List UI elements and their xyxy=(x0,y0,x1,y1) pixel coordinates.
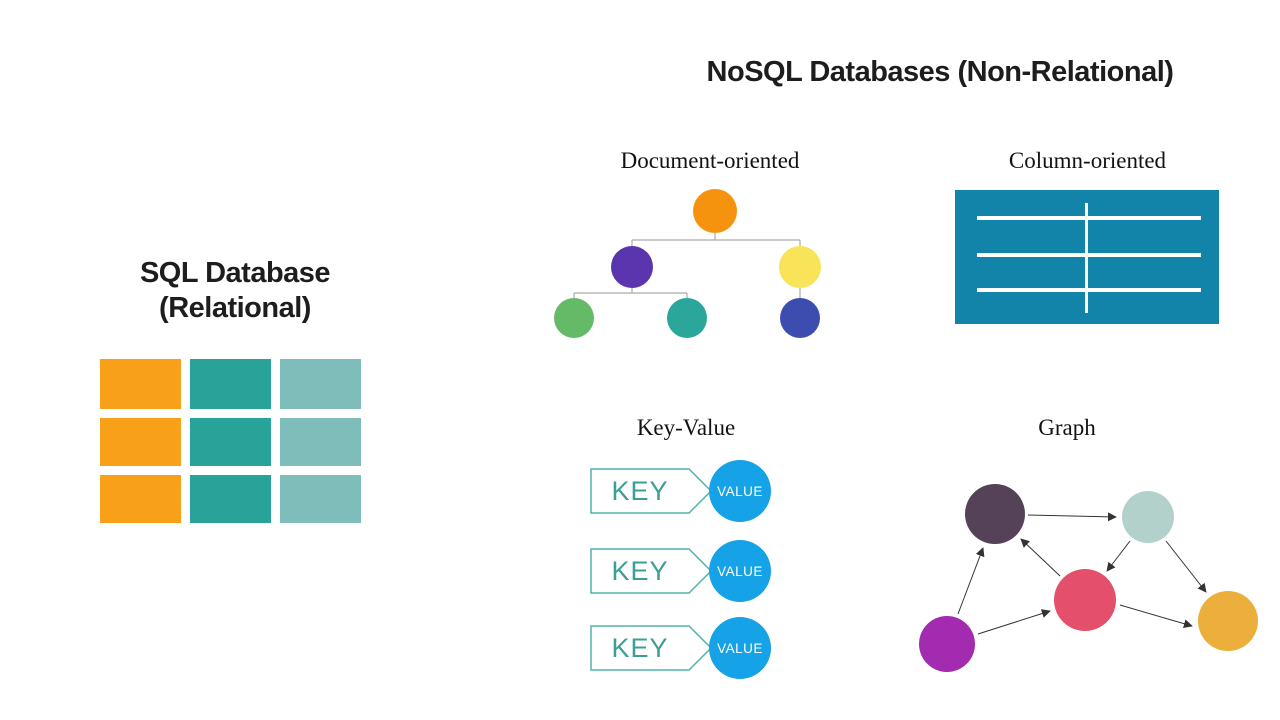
graph-node-gold xyxy=(1198,591,1258,651)
key-value-pair: KEY VALUE xyxy=(590,617,780,679)
column-table xyxy=(955,190,1219,324)
document-tree-diagram xyxy=(554,189,821,338)
key-label: KEY xyxy=(611,632,669,663)
key-value-pair: KEY VALUE xyxy=(590,540,780,602)
graph-node-crimson xyxy=(1054,569,1116,631)
tree-node-leaf-left-1 xyxy=(554,298,594,338)
sql-grid-cell xyxy=(100,418,181,466)
sql-title: SQL Database (Relational) xyxy=(60,256,410,326)
column-table-row-line xyxy=(977,216,1201,220)
sql-grid-cell xyxy=(190,418,271,466)
sql-grid-cell xyxy=(100,475,181,523)
sql-title-line1: SQL Database xyxy=(139,257,331,289)
edge-dark-to-pale xyxy=(1027,512,1117,522)
edge-pale-to-crimson xyxy=(1106,540,1131,572)
column-table-column-line xyxy=(1085,203,1088,313)
key-label: KEY xyxy=(611,555,669,586)
column-table-row-line xyxy=(977,288,1201,292)
key-value-pair: KEY VALUE xyxy=(590,460,780,522)
key-label: KEY xyxy=(611,475,669,506)
sql-title-line2: (Relational) xyxy=(159,292,311,324)
tree-node-root xyxy=(693,189,737,233)
graph-network-diagram xyxy=(919,484,1258,672)
sql-grid-cell xyxy=(100,359,181,409)
tree-node-child-left xyxy=(611,246,653,288)
key-value-label: Key-Value xyxy=(636,415,736,440)
value-circle: VALUE xyxy=(709,617,771,679)
edge-pale-to-gold xyxy=(1165,540,1207,593)
column-oriented-label: Column-oriented xyxy=(1008,148,1167,173)
sql-grid-cell xyxy=(190,475,271,523)
value-circle: VALUE xyxy=(709,460,771,522)
edge-magenta-to-crimson xyxy=(977,609,1051,635)
key-tag-shape xyxy=(590,468,713,514)
graph-node-pale-teal xyxy=(1122,491,1174,543)
sql-grid-cell xyxy=(280,359,361,409)
value-circle: VALUE xyxy=(709,540,771,602)
value-label: VALUE xyxy=(717,640,763,656)
document-oriented-label: Document-oriented xyxy=(620,148,800,173)
tree-connectors xyxy=(573,233,801,300)
graph-node-dark-plum xyxy=(965,484,1025,544)
key-tag-shape xyxy=(590,625,713,671)
graph-label: Graph xyxy=(1038,415,1096,440)
value-label: VALUE xyxy=(717,563,763,579)
key-tag-shape xyxy=(590,548,713,594)
edge-crimson-to-gold xyxy=(1119,604,1193,629)
value-label: VALUE xyxy=(717,483,763,499)
edge-crimson-to-dark xyxy=(1020,538,1061,577)
tree-node-leaf-left-2 xyxy=(667,298,707,338)
tree-node-child-right xyxy=(779,246,821,288)
sql-grid-cell xyxy=(190,359,271,409)
sql-grid-cell xyxy=(280,475,361,523)
tree-node-leaf-right xyxy=(780,298,820,338)
edge-magenta-to-dark xyxy=(957,547,985,615)
nosql-title: NoSQL Databases (Non-Relational) xyxy=(706,56,1174,88)
graph-node-magenta xyxy=(919,616,975,672)
column-table-row-line xyxy=(977,253,1201,257)
sql-table-grid xyxy=(100,359,361,523)
graph-edges xyxy=(957,512,1207,635)
sql-grid-cell xyxy=(280,418,361,466)
